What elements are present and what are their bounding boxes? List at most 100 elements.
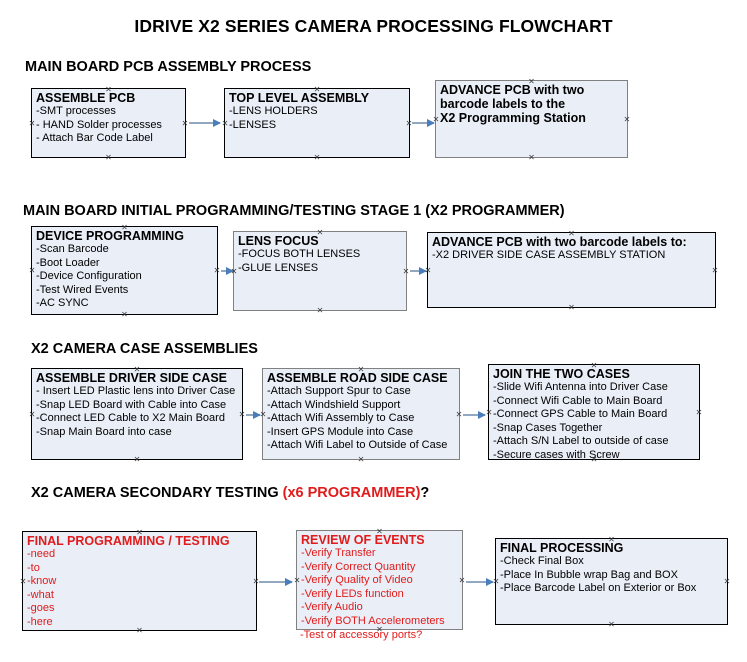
box-line: -Insert GPS Module into Case (267, 425, 414, 438)
connection-handle-right[interactable] (712, 267, 719, 274)
box-line: -need (27, 548, 56, 560)
box-line: -to (27, 561, 40, 574)
arrow-road-side-case-to-join-the-two-cases (463, 411, 486, 419)
box-assemble-road-side-case[interactable]: ASSEMBLE ROAD SIDE CASE -Attach Support … (262, 368, 460, 460)
box-line: -GLUE LENSES (238, 261, 319, 274)
connection-handle-left[interactable] (486, 409, 493, 416)
connection-handle-left[interactable] (20, 578, 27, 585)
box-title: ADVANCE PCB with two barcode labels to: (432, 235, 687, 249)
connection-handle-bottom[interactable] (528, 154, 535, 161)
connection-handle-bottom[interactable] (121, 311, 128, 318)
section-header-main-board-initial-programming: MAIN BOARD INITIAL PROGRAMMING/TESTING S… (23, 203, 565, 219)
arrow-top-level-assembly-to-advance-pcb (412, 119, 435, 127)
box-line: - Attach Bar Code Label (36, 132, 153, 145)
box-assemble-pcb[interactable]: ASSEMBLE PCB -SMT processes - HAND Solde… (31, 88, 186, 158)
connection-handle-bottom[interactable] (608, 621, 615, 628)
box-line: -Verify Transfer (301, 547, 376, 559)
box-final-programming-testing[interactable]: FINAL PROGRAMMING / TESTING -need -to -k… (22, 531, 257, 631)
connection-handle-left[interactable] (29, 267, 36, 274)
box-title: REVIEW OF EVENTS (301, 533, 425, 547)
box-final-processing[interactable]: FINAL PROCESSING -Check Final Box -Place… (495, 538, 728, 625)
section-header-x2-camera-case-assemblies: X2 CAMERA CASE ASSEMBLIES (31, 341, 258, 357)
connection-handle-left[interactable] (294, 577, 301, 584)
arrow-device-programming-to-lens-focus (221, 267, 234, 275)
box-line: -Connect GPS Cable to Main Board (493, 408, 668, 421)
page-title: IDRIVE X2 SERIES CAMERA PROCESSING FLOWC… (134, 16, 613, 36)
box-title: ASSEMBLE PCB (36, 91, 136, 105)
box-line: -Place Barcode Label on Exterior or Box (500, 582, 697, 595)
box-line: - Insert LED Plastic lens into Driver Ca… (36, 385, 236, 397)
box-title: LENS FOCUS (238, 234, 319, 248)
box-line: -Verify LEDs function (301, 587, 404, 600)
connection-handle-left[interactable] (29, 411, 36, 418)
box-line: -Slide Wifi Antenna into Driver Case (493, 381, 668, 393)
connection-handle-bottom[interactable] (314, 154, 321, 161)
box-title: TOP LEVEL ASSEMBLY (229, 91, 370, 105)
box-line: -Device Configuration (36, 270, 142, 283)
box-line: -Test Wired Events (36, 283, 129, 296)
box-advance-pcb-to-x2-programming-station[interactable]: ADVANCE PCB with two barcode labels to t… (435, 80, 628, 158)
section-header-text: X2 CAMERA CASE ASSEMBLIES (31, 341, 258, 357)
arrow-final-programming-to-review-of-events (259, 578, 293, 586)
box-line: -Secure cases with Screw (493, 448, 620, 461)
box-line: -Scan Barcode (36, 243, 109, 255)
section-header-accent: (x6 PROGRAMMER) (282, 485, 421, 501)
box-top-level-assembly[interactable]: TOP LEVEL ASSEMBLY -LENS HOLDERS -LENSES (224, 88, 410, 158)
section-header-main-board-pcb-assembly-process: MAIN BOARD PCB ASSEMBLY PROCESS (25, 59, 311, 75)
box-line: -Attach Windshield Support (267, 398, 401, 411)
box-line: -Place In Bubble wrap Bag and BOX (500, 568, 678, 581)
box-join-the-two-cases[interactable]: JOIN THE TWO CASES -Slide Wifi Antenna i… (486, 364, 700, 461)
connection-handle-bottom[interactable] (134, 456, 141, 463)
box-line: - HAND Solder processes (36, 118, 162, 131)
box-line: -Connect LED Cable to X2 Main Board (36, 412, 225, 425)
box-line: -what (27, 588, 54, 601)
box-assemble-driver-side-case[interactable]: ASSEMBLE DRIVER SIDE CASE - Insert LED P… (31, 368, 243, 460)
box-title: DEVICE PROGRAMMING (36, 229, 184, 243)
review-of-events-overflow-line: -Test of accessory ports? (300, 629, 423, 641)
box-line: -Snap Cases Together (493, 421, 603, 434)
box-title: ADVANCE PCB with two (440, 83, 585, 97)
section-header-x2-camera-secondary-testing: X2 CAMERA SECONDARY TESTING (x6 PROGRAMM… (31, 485, 429, 501)
connection-handle-bottom[interactable] (568, 304, 575, 311)
box-lens-focus[interactable]: LENS FOCUS -FOCUS BOTH LENSES -GLUE LENS… (233, 231, 407, 311)
section-header-suffix: ? (420, 485, 430, 501)
section-header-text: X2 CAMERA SECONDARY TESTING (31, 485, 283, 501)
box-line: -Check Final Box (500, 555, 584, 567)
box-line: -Verify Audio (301, 601, 363, 614)
box-line: -Attach Wifi Assembly to Case (267, 412, 415, 425)
box-line: -Snap Main Board into case (36, 425, 172, 438)
box-title: JOIN THE TWO CASES (493, 367, 630, 381)
box-review-of-events[interactable]: REVIEW OF EVENTS -Verify Transfer -Verif… (296, 530, 463, 630)
box-advance-pcb-to-driver-side-case-assembly[interactable]: ADVANCE PCB with two barcode labels to: … (427, 232, 716, 308)
box-line: -here (27, 615, 53, 628)
connection-handle-left[interactable] (222, 120, 229, 127)
connection-handle-bottom[interactable] (358, 456, 365, 463)
connection-handle-left[interactable] (29, 120, 36, 127)
arrow-lens-focus-to-advance-pcb (410, 267, 427, 275)
connection-handle-bottom[interactable] (105, 154, 112, 161)
box-line: barcode labels to the (440, 97, 566, 111)
arrow-assemble-pcb-to-top-level-assembly (189, 119, 221, 127)
box-line: -X2 DRIVER SIDE CASE ASSEMBLY STATION (432, 249, 666, 261)
connection-handle-bottom[interactable] (317, 307, 324, 314)
box-line: -Snap LED Board with Cable into Case (36, 398, 227, 411)
box-line: -know (27, 575, 57, 588)
box-line: -Boot Loader (36, 256, 100, 269)
box-line: -Attach S/N Label to outside of case (493, 435, 669, 448)
box-line: X2 Programming Station (440, 111, 586, 125)
box-device-programming[interactable]: DEVICE PROGRAMMING -Scan Barcode -Boot L… (31, 226, 218, 315)
section-header-text: MAIN BOARD INITIAL PROGRAMMING/TESTING S… (23, 203, 565, 219)
box-line: -LENSES (229, 118, 277, 131)
section-header-text: MAIN BOARD PCB ASSEMBLY PROCESS (25, 59, 312, 75)
box-line: -Verify Quality of Video (301, 574, 413, 587)
box-line: -AC SYNC (36, 297, 89, 310)
box-title: ASSEMBLE DRIVER SIDE CASE (36, 371, 228, 385)
box-title: FINAL PROGRAMMING / TESTING (27, 534, 230, 548)
box-title: ASSEMBLE ROAD SIDE CASE (267, 371, 448, 385)
box-line: -Attach Support Spur to Case (267, 385, 411, 397)
box-line: -LENS HOLDERS (229, 105, 318, 117)
box-title: FINAL PROCESSING (500, 541, 624, 555)
box-line: -Attach Wifi Label to Outside of Case (267, 439, 448, 452)
box-line: -Verify Correct Quantity (301, 560, 416, 573)
